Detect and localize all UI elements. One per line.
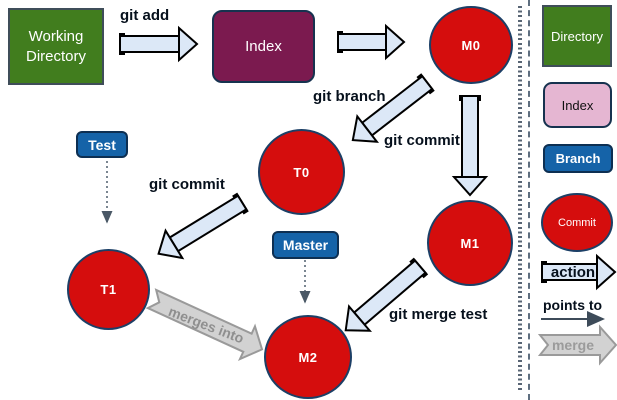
vertical-micro-text-watermark: [518, 6, 522, 392]
legend-label-merge: merge: [551, 337, 595, 353]
legend-separator-dashed-line: [528, 0, 530, 400]
label-git-add: git add: [120, 7, 170, 24]
arrow-git-add: [119, 25, 199, 63]
label-git-branch: git branch: [313, 88, 386, 105]
legend-item-directory: Directory: [542, 5, 612, 67]
arrow-git-commit-topic: [157, 192, 249, 260]
branch-tag-test: Test: [76, 131, 128, 158]
legend-item-commit: Commit: [541, 193, 613, 252]
node-commit-m0: M0: [429, 6, 513, 84]
node-commit-m1: M1: [427, 200, 513, 286]
node-index: Index: [212, 10, 315, 83]
merge-ribbon-t1-to-m2: [145, 288, 264, 362]
arrow-git-merge-test: [344, 257, 429, 332]
node-working-directory: Working Directory: [8, 8, 104, 85]
label-git-commit-topic: git commit: [149, 176, 225, 193]
arrow-git-commit-main: [451, 95, 489, 197]
legend-item-index: Index: [543, 82, 612, 128]
branch-tag-master: Master: [272, 231, 339, 259]
legend-merge-ribbon: [537, 324, 617, 366]
node-commit-m2: M2: [264, 315, 352, 399]
legend-item-branch: Branch: [543, 144, 613, 173]
label-git-merge-test: git merge test: [389, 306, 488, 323]
node-commit-t1: T1: [67, 249, 150, 330]
label-git-commit-main: git commit: [384, 132, 460, 149]
arrow-index-to-m0: [337, 23, 406, 61]
legend-label-action: action: [550, 264, 596, 281]
legend-label-points-to: points to: [543, 297, 603, 313]
legend-action-arrow: [541, 253, 617, 291]
arrow-git-branch: [351, 73, 435, 143]
node-commit-t0: T0: [258, 129, 345, 215]
